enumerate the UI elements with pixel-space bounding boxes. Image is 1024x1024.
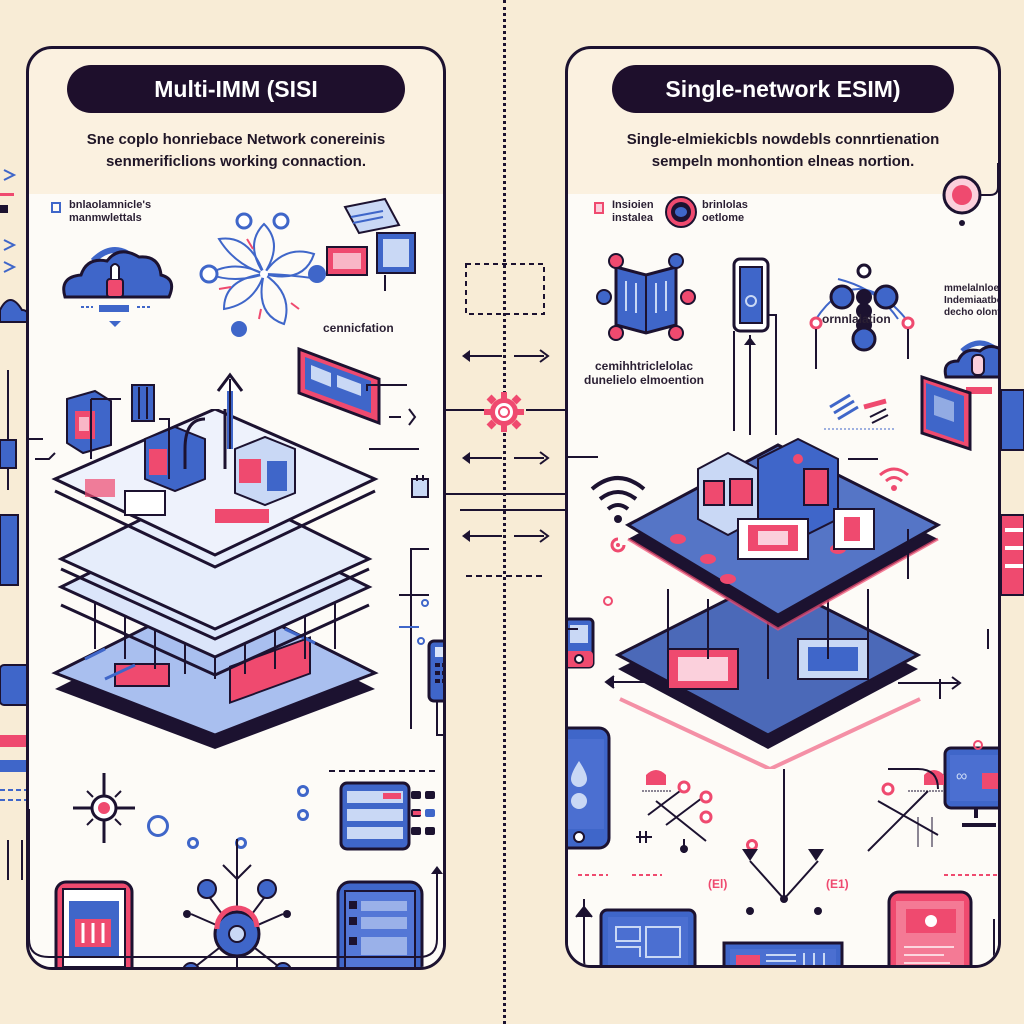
bottom-loop-connector — [29, 749, 443, 967]
communication-label: cennicfation — [323, 321, 394, 335]
wifi-icon — [588, 469, 648, 529]
legend-square-icon — [51, 202, 61, 213]
svg-text:∞: ∞ — [956, 768, 967, 785]
connection-label: ornnlalation — [822, 312, 891, 326]
left-panel-subtitle: Sne coplo honriebace Network conereinis … — [86, 131, 386, 170]
badge-left: (El) — [708, 877, 728, 891]
central-label: cemihhtriclelolac dunelielo elmoention — [584, 359, 705, 387]
right-panel-title: Single-network ESIM) — [612, 65, 954, 113]
blue-dot — [297, 809, 309, 821]
tablet-pink-icon — [53, 879, 135, 967]
molecule-network-icon — [808, 259, 918, 369]
legend-label-b: brinlolas oetlome — [702, 199, 748, 224]
cloud-icon — [942, 333, 998, 399]
phone-icon — [730, 255, 780, 435]
display-panel-icon — [291, 343, 391, 433]
left-panel-multi-imm: Multi-IMM (SISI Sne coplo honriebace Net… — [26, 46, 446, 970]
battery-icon — [129, 381, 159, 425]
right-panel-subtitle: Single-elmiekicbls nowdebls connrtienati… — [626, 131, 940, 170]
refresh-icon — [608, 535, 628, 555]
legend-label-a: Insioien instalea — [612, 199, 654, 224]
target-ring-icon — [147, 815, 169, 837]
compass-cross-icon — [69, 769, 139, 847]
right-panel-single-esim: Single-network ESIM) Single-elmiekicbls … — [565, 46, 1001, 968]
hatched-logo-icon — [820, 387, 900, 433]
signal-network-left — [636, 761, 736, 857]
center-connectors — [446, 240, 566, 620]
badge-right: (E1) — [826, 877, 849, 891]
cloud-icon — [55, 239, 175, 329]
tablet-blue-icon — [335, 879, 425, 967]
display-panel-icon — [918, 375, 978, 451]
status-ring-icon — [938, 159, 998, 229]
center-divider — [503, 0, 506, 1024]
tablet-lock-icon — [886, 889, 976, 965]
settings-gear-icon — [482, 390, 526, 434]
plug-icon — [409, 473, 431, 501]
right-connectors — [568, 429, 998, 965]
network-hub-icon — [199, 209, 329, 339]
blue-dot — [187, 837, 199, 849]
legend-square-icon — [594, 202, 604, 214]
right-edge-fragment — [1001, 0, 1024, 1024]
left-edge-fragment — [0, 0, 28, 1024]
foldable-device-icon — [594, 251, 698, 341]
up-arrow-icon — [215, 371, 245, 451]
screens-icon — [325, 197, 425, 297]
monitor-right-icon: ∞ — [942, 745, 998, 829]
converge-arrow — [738, 769, 828, 919]
sim-card-icon — [664, 195, 698, 229]
smartphone-icon — [568, 725, 612, 851]
blue-dot — [297, 785, 309, 797]
monitor-icon — [598, 907, 698, 965]
left-panel-title: Multi-IMM (SISI — [67, 65, 405, 113]
left-connectors — [29, 379, 443, 759]
card-reader-icon — [427, 637, 443, 747]
server-rack-icon — [339, 781, 439, 857]
wifi-pink-icon — [876, 463, 912, 493]
legend-label: bnlaolamnicle's manmwlettals — [69, 199, 152, 224]
isometric-platform-icon — [608, 429, 978, 769]
layered-platform-icon — [45, 409, 385, 749]
signal-network-right — [838, 761, 948, 857]
right-side-label: mmelalnloelo Indemiaatbolle decho olonta… — [944, 283, 1001, 318]
laptop-icon — [708, 939, 858, 965]
